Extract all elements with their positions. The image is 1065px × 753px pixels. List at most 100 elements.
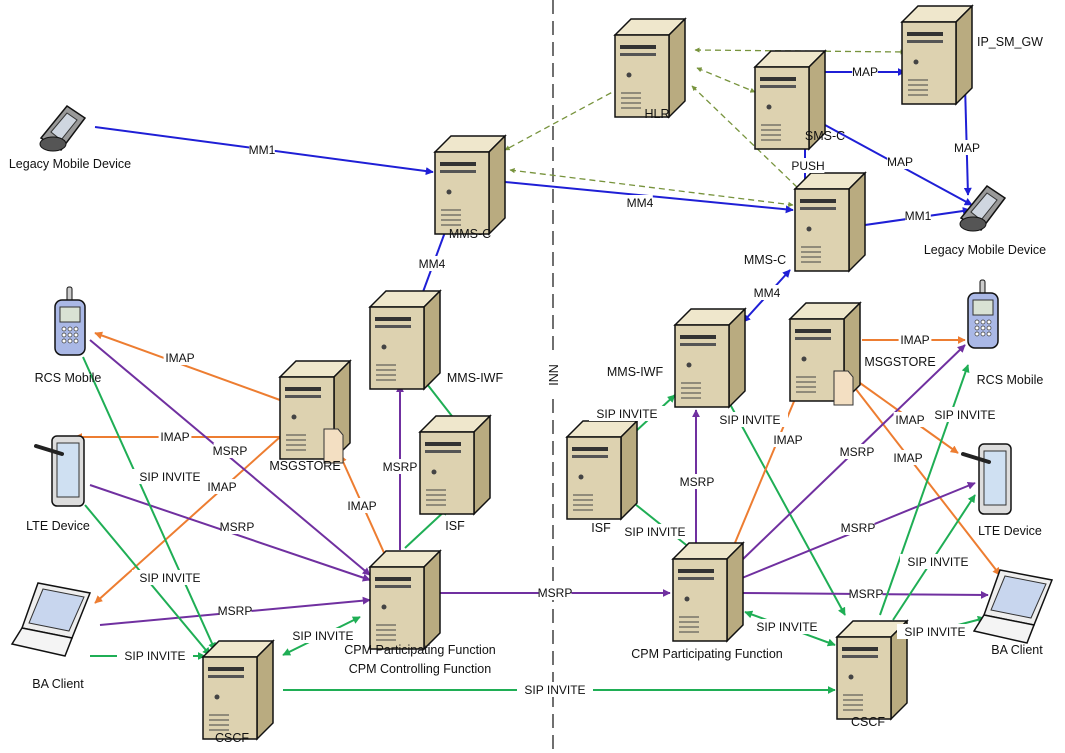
connection-label-bg: [205, 479, 239, 494]
connection-sip-rcs-left-to-cscf-left: [82, 356, 216, 651]
mobile-phone-icon: [54, 286, 86, 356]
node-label: HLR: [644, 107, 669, 121]
connection-label: IMAP: [893, 451, 922, 465]
connection-label: MSRP: [218, 604, 253, 618]
connection-label: MSRP: [383, 460, 418, 474]
connection-label: SIP INVITE: [292, 629, 353, 643]
node-isf-left: ISF: [418, 414, 492, 533]
mobile-phone-icon: [967, 279, 999, 349]
connection-label-bg: [132, 469, 208, 484]
connection-label: MSRP: [538, 586, 573, 600]
node-mmsc-right: MMS-C: [744, 171, 867, 273]
node-cscf-right: CSCF: [835, 619, 909, 729]
connection-label-bg: [841, 520, 875, 535]
server-icon: [671, 541, 745, 643]
connection-label: MSRP: [840, 445, 875, 459]
server-icon: [793, 171, 867, 273]
connection-label: SIP INVITE: [624, 525, 685, 539]
connection-imap-msgstore-left-to-rcs-left: [94, 331, 281, 401]
node-label: Legacy Mobile Device: [924, 243, 1046, 257]
node-label: ISF: [445, 519, 465, 533]
node-ba-left: BA Client: [10, 582, 92, 691]
connection-label: MM4: [627, 196, 654, 210]
node-ipsmgw: IP_SM_GW: [900, 4, 1043, 106]
inn-label-bg: [545, 355, 561, 395]
connection-label: MM4: [754, 286, 781, 300]
connection-label: MSRP: [680, 475, 715, 489]
laptop-icon: [972, 569, 1054, 644]
connection-label: IMAP: [895, 413, 924, 427]
node-label: MMS-IWF: [607, 365, 664, 379]
connection-label-bg: [383, 459, 417, 474]
connection-label: SIP INVITE: [934, 408, 995, 422]
server-icon: [900, 4, 974, 106]
connection-label-bg: [712, 412, 788, 427]
connection-label: IMAP: [165, 351, 194, 365]
connection-label-bg: [897, 624, 973, 639]
node-label: LTE Device: [978, 524, 1042, 538]
node-label: MMS-C: [744, 253, 786, 267]
server-icon: [418, 414, 492, 516]
legacy-phone-icon: [39, 104, 87, 152]
connection-label: SIP INVITE: [719, 413, 780, 427]
node-legacy-left: Legacy Mobile Device: [9, 104, 131, 171]
node-cpm-right: CPM Participating Function: [631, 541, 783, 661]
connection-label: SIP INVITE: [596, 407, 657, 421]
connection-label-bg: [220, 519, 254, 534]
connection-label-bg: [840, 444, 874, 459]
node-mmsiwf-right: MMS-IWF: [607, 307, 747, 409]
connection-label-bg: [893, 412, 927, 427]
connection-label-bg: [849, 586, 883, 601]
server-icon: [368, 289, 442, 391]
connection-label-bg: [132, 570, 208, 585]
legacy-phone-icon: [959, 184, 1007, 232]
node-label: ISF: [591, 521, 611, 535]
connection-label-bg: [419, 256, 445, 271]
node-label: MMS-IWF: [447, 371, 504, 385]
connection-label-bg: [285, 628, 361, 643]
connection-label: PUSH: [791, 159, 824, 173]
connection-label-bg: [117, 648, 193, 663]
node-cscf-left: CSCF: [201, 639, 275, 745]
node-label-secondary: CPM Controlling Function: [349, 662, 491, 676]
node-smsc: SMS-C: [753, 49, 845, 151]
node-msgstore-right: MSGSTORE: [788, 301, 936, 406]
connection-label: SIP INVITE: [139, 470, 200, 484]
connection-label-bg: [589, 406, 665, 421]
connection-label: MAP: [954, 141, 980, 155]
connection-label: SIP INVITE: [756, 620, 817, 634]
connection-label-bg: [891, 450, 925, 465]
server-icon: [613, 17, 687, 119]
node-label: MSGSTORE: [864, 355, 935, 369]
node-label: MSGSTORE: [269, 459, 340, 473]
node-label: CPM Participating Function: [344, 643, 496, 657]
node-label: Legacy Mobile Device: [9, 157, 131, 171]
connection-label: MSRP: [849, 587, 884, 601]
connection-label-bg: [791, 158, 825, 173]
node-label: LTE Device: [26, 519, 90, 533]
server-icon: [835, 619, 909, 721]
connection-label: MSRP: [213, 444, 248, 458]
node-lte-left: LTE Device: [26, 435, 90, 533]
connection-label-bg: [680, 474, 714, 489]
node-label: CSCF: [851, 715, 885, 729]
node-isf-right: ISF: [565, 419, 639, 535]
connection-label-bg: [213, 443, 247, 458]
node-rcs-right: RCS Mobile: [967, 279, 1043, 387]
connection-label-bg: [749, 619, 825, 634]
connection-sip-mmsiwf-right-to-cscf-right: [724, 394, 846, 616]
connection-signaling-dashed-hlr-to-smsc: [696, 67, 756, 93]
connection-label: IMAP: [773, 433, 802, 447]
node-ba-right: BA Client: [972, 569, 1054, 657]
laptop-icon: [10, 582, 92, 657]
connection-label: IMAP: [347, 499, 376, 513]
node-msgstore-left: MSGSTORE: [269, 359, 352, 473]
node-mmsc-left: MMS-C: [433, 134, 507, 241]
server-icon: [201, 639, 275, 741]
connection-sip-cscf-right-to-rcs-right: [879, 364, 970, 616]
node-label: IP_SM_GW: [977, 35, 1043, 49]
server-icon: [368, 549, 442, 651]
connection-signaling-dashed-hlr-to-mmsc-left: [504, 87, 621, 151]
connection-label: SIP INVITE: [524, 683, 585, 697]
